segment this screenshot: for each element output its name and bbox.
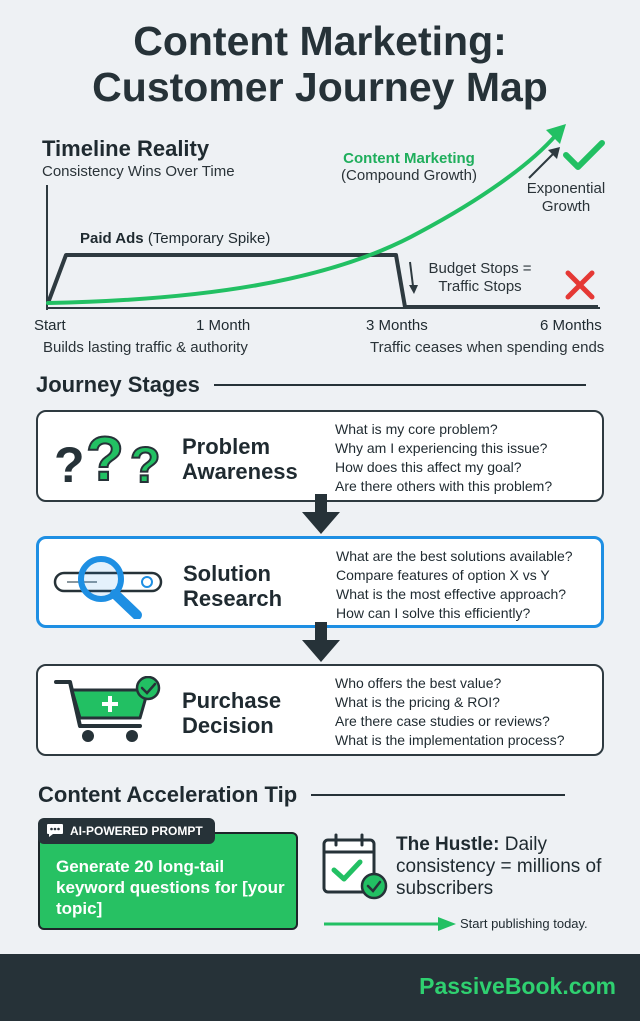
stage-name: Purchase Decision xyxy=(182,688,332,738)
question-item: What is the most effective approach? xyxy=(336,586,567,602)
tip-heading-text: Content Acceleration Tip xyxy=(38,782,298,807)
content-marketing-label: Content Marketing (Compound Growth) xyxy=(336,150,482,184)
ai-prompt-badge-label: AI-POWERED PROMPT xyxy=(70,824,203,838)
start-arrow-icon xyxy=(324,917,456,931)
ai-prompt-badge: AI-POWERED PROMPT xyxy=(38,818,215,844)
hustle-text: The Hustle: Daily consistency = millions… xyxy=(396,834,616,900)
content-arrowhead xyxy=(546,124,566,144)
cross-mark-icon xyxy=(565,270,595,300)
search-magnifier-icon xyxy=(53,556,163,619)
chat-bubble-icon xyxy=(47,824,63,837)
stage-name-line1: Problem xyxy=(182,434,271,459)
caption-content: Builds lasting traffic & authority xyxy=(43,339,248,356)
timeline-heading: Timeline Reality xyxy=(42,136,210,161)
timeline-subheading: Consistency Wins Over Time xyxy=(42,163,235,180)
stage-name: Problem Awareness xyxy=(182,434,332,484)
down-arrow-icon xyxy=(302,622,340,662)
question-item: Are there others with this problem? xyxy=(335,478,553,494)
budget-stops-label: Budget Stops = Traffic Stops xyxy=(420,260,540,296)
page-title: Content Marketing: Customer Journey Map xyxy=(0,18,640,110)
hustle-bold: The Hustle: xyxy=(396,834,500,855)
caption-paid: Traffic ceases when spending ends xyxy=(370,339,605,356)
ai-prompt-box: Generate 20 long-tail keyword questions … xyxy=(38,832,298,930)
content-marketing-name: Content Marketing xyxy=(343,150,475,167)
exponential-pointer-head xyxy=(548,147,560,159)
question-item: Are there case studies or reviews? xyxy=(335,713,550,729)
down-arrow-icon xyxy=(302,494,340,534)
content-marketing-desc: (Compound Growth) xyxy=(341,167,477,184)
stage-name-line1: Purchase xyxy=(182,688,282,713)
question-item: Compare features of option X vs Y xyxy=(336,567,550,583)
check-mark-icon xyxy=(563,140,605,170)
svg-text:?: ? xyxy=(130,437,161,492)
paid-ads-desc: (Temporary Spike) xyxy=(147,230,271,247)
question-item: What are the best solutions available? xyxy=(336,548,573,564)
exponential-growth-label: Exponential Growth xyxy=(516,180,616,216)
divider xyxy=(213,384,586,386)
question-item: How can I solve this efficiently? xyxy=(336,605,531,621)
question-item: Why am I experiencing this issue? xyxy=(335,440,548,456)
page-title-line1: Content Marketing: xyxy=(133,18,507,64)
paid-ads-label: Paid Ads (Temporary Spike) xyxy=(80,230,270,247)
stage-questions: What is my core problem? Why am I experi… xyxy=(335,420,597,496)
stage-name-line2: Awareness xyxy=(182,459,298,484)
timeline-chart xyxy=(46,124,605,310)
paid-ads-name: Paid Ads xyxy=(80,230,144,247)
brand-logo: PassiveBook.com xyxy=(419,973,616,999)
exponential-line1: Exponential xyxy=(526,180,606,197)
stages-heading-text: Journey Stages xyxy=(36,372,200,397)
stage-questions: Who offers the best value? What is the p… xyxy=(335,674,597,750)
stage-name-line2: Decision xyxy=(182,713,274,738)
question-item: How does this affect my goal? xyxy=(335,459,522,475)
series-paid-ads-line xyxy=(46,253,598,309)
question-item: What is my core problem? xyxy=(335,421,498,437)
series-content-line xyxy=(46,133,558,305)
x-tick-1-month: 1 Month xyxy=(196,317,251,334)
budget-line2: Traffic Stops xyxy=(438,278,522,295)
calendar-check-icon xyxy=(322,833,388,900)
budget-pointer-head xyxy=(409,285,418,294)
x-tick-6-months: 6 Months xyxy=(540,317,602,334)
stage-name: Solution Research xyxy=(183,561,333,611)
hustle-rest: Daily consistency = millions of subscrib… xyxy=(396,834,602,899)
budget-line1: Budget Stops = xyxy=(428,260,532,277)
tip-heading: Content Acceleration Tip xyxy=(38,782,566,808)
stage-name-line2: Research xyxy=(183,586,283,611)
budget-pointer-arrow xyxy=(409,261,414,287)
ai-prompt-text: Generate 20 long-tail keyword questions … xyxy=(56,857,285,918)
page-title-line2: Customer Journey Map xyxy=(92,64,548,110)
footer: PassiveBook.com xyxy=(0,954,640,1021)
exponential-line2: Growth xyxy=(541,198,591,215)
question-item: What is the pricing & ROI? xyxy=(335,694,500,710)
stages-heading: Journey Stages xyxy=(36,372,586,398)
x-tick-3-months: 3 Months xyxy=(366,317,428,334)
stage-purchase-decision: Purchase Decision Who offers the best va… xyxy=(36,664,604,756)
divider xyxy=(311,794,566,796)
stage-problem-awareness: ? ? ? Problem Awareness What is my core … xyxy=(36,410,604,502)
question-marks-icon: ? ? ? xyxy=(54,424,162,492)
svg-text:?: ? xyxy=(86,425,124,492)
stage-solution-research: Solution Research What are the best solu… xyxy=(36,536,604,628)
question-item: What is the implementation process? xyxy=(335,732,565,748)
svg-text:?: ? xyxy=(54,437,85,492)
stage-name-line1: Solution xyxy=(183,561,271,586)
exponential-pointer-arrow xyxy=(528,151,556,179)
start-publishing-text: Start publishing today. xyxy=(460,916,588,931)
stage-questions: What are the best solutions available? C… xyxy=(336,547,598,623)
question-item: Who offers the best value? xyxy=(335,675,502,691)
shopping-cart-icon xyxy=(54,676,161,742)
x-tick-start: Start xyxy=(34,317,66,334)
